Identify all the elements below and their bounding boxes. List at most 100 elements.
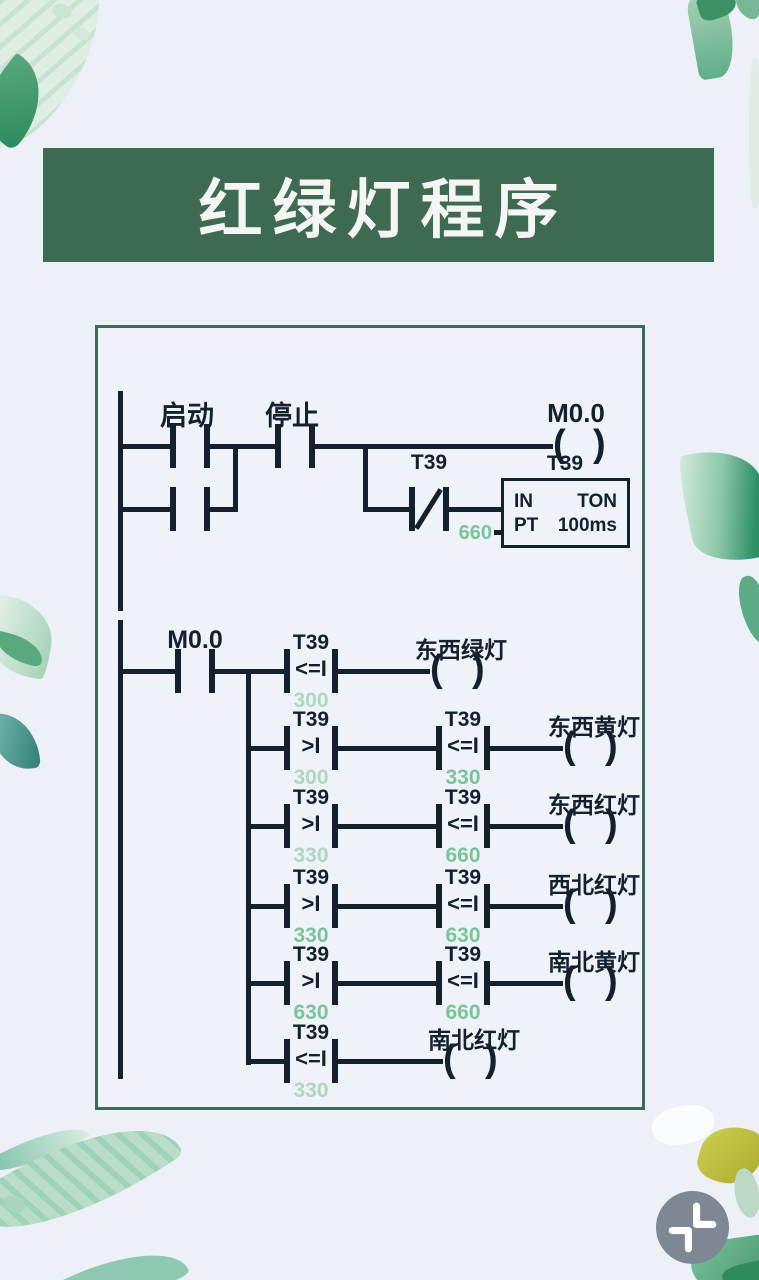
compare-contact-op: >I	[301, 811, 321, 836]
rung-wire	[121, 444, 170, 449]
compare-contact-op: <=I	[447, 891, 479, 916]
compare-contact-value: 330	[445, 766, 481, 789]
compare-contact-op: >I	[301, 733, 321, 758]
compare-contact-bar	[284, 649, 290, 693]
compare-contact-value: 660	[445, 1001, 481, 1024]
contact-bar	[204, 424, 210, 468]
compare-contact-tag: T39	[292, 866, 330, 889]
compare-contact-op: <=I	[447, 733, 479, 758]
branch-wire	[233, 446, 238, 511]
stop-contact-label: 停止	[265, 401, 319, 431]
rung-wire	[338, 824, 436, 829]
timer-preset-value: 660	[458, 522, 492, 544]
rung-wire	[363, 507, 409, 512]
timer-input-label: IN	[514, 491, 533, 512]
contact-bar	[209, 649, 215, 693]
compare-contact-bar	[284, 884, 290, 928]
rung-wire	[121, 669, 175, 674]
coil-symbol: )	[485, 1038, 498, 1080]
contact-bar	[170, 487, 176, 531]
coil-symbol: (	[563, 960, 576, 1002]
right-middle-leaf-decoration	[674, 440, 759, 571]
coil-label: 东西红灯	[548, 792, 640, 818]
rung-wire	[210, 444, 275, 449]
rung-wire	[449, 507, 501, 512]
bottom-right-pale-leaf-decoration	[730, 1166, 759, 1220]
compare-contact-value: 330	[293, 1079, 329, 1102]
title-banner: 红绿灯程序	[43, 148, 714, 262]
bottom-left-small-leaf-decoration	[61, 1231, 191, 1280]
compare-contact-bar	[332, 726, 338, 770]
compare-contact-value: 660	[445, 844, 481, 867]
rung-wire	[215, 669, 251, 674]
compare-contact-bar	[332, 884, 338, 928]
compare-contact-op: >I	[301, 968, 321, 993]
start-contact-label: 启动	[160, 401, 214, 431]
right-middle-blob-decoration	[733, 572, 759, 648]
coil-label: 西北红灯	[548, 872, 640, 898]
compare-contact-tag: T39	[444, 708, 482, 731]
rung-wire	[251, 824, 284, 829]
compare-contact-bar	[484, 804, 490, 848]
rung-wire	[251, 1059, 284, 1064]
compare-contact-bar	[436, 804, 442, 848]
contact-bar	[309, 424, 315, 468]
compare-contact-op: <=I	[447, 968, 479, 993]
bottom-left-big-leaf-decoration	[0, 1086, 185, 1268]
compare-contact-bar	[332, 649, 338, 693]
compare-contact-value: 330	[293, 924, 329, 947]
compare-contact-bar	[284, 961, 290, 1005]
compare-contact-value: 330	[293, 844, 329, 867]
left-power-rail-segment	[118, 620, 123, 1079]
compare-contact-tag: T39	[292, 786, 330, 809]
watermark-glyph	[668, 1202, 717, 1253]
rung-wire	[251, 981, 284, 986]
coil-symbol: )	[593, 423, 606, 465]
compare-contact-op: <=I	[295, 1046, 327, 1071]
rung-wire	[338, 904, 436, 909]
rung-wire	[338, 669, 430, 674]
contact-bar	[443, 487, 449, 531]
rung-wire	[251, 904, 284, 909]
compare-contact-bar	[332, 1039, 338, 1083]
contact-bar	[170, 424, 176, 468]
compare-contact-op: <=I	[295, 656, 327, 681]
coil-symbol: (	[443, 1038, 456, 1080]
branch-junction-rail	[246, 669, 251, 1065]
rung-wire	[490, 746, 563, 751]
rung-wire	[490, 824, 563, 829]
compare-contact-tag: T39	[292, 1021, 330, 1044]
timer-base-label: 100ms	[557, 515, 617, 536]
rung-wire	[338, 1059, 443, 1064]
enable-contact-label: M0.0	[167, 626, 223, 654]
compare-contact-tag: T39	[292, 631, 330, 654]
compare-contact-value: 630	[293, 1001, 329, 1024]
rung-wire	[490, 981, 563, 986]
compare-contact-tag: T39	[444, 866, 482, 889]
compare-contact-value: 300	[293, 766, 329, 789]
rung-wire	[210, 507, 238, 512]
coil-symbol: )	[605, 725, 618, 767]
branch-wire	[363, 446, 368, 511]
contact-bar	[175, 649, 181, 693]
nc-contact-label: T39	[410, 451, 448, 474]
rung-wire	[251, 746, 284, 751]
left-middle-teal-leaf-decoration	[0, 709, 41, 773]
compare-contact-bar	[484, 726, 490, 770]
timer-tag: T39	[546, 452, 584, 475]
compare-contact-bar	[332, 804, 338, 848]
compare-contact-bar	[284, 726, 290, 770]
compare-contact-bar	[436, 884, 442, 928]
timer-type-label: TON	[577, 491, 617, 512]
rung-wire	[251, 669, 284, 674]
coil-symbol: )	[605, 803, 618, 845]
coil-symbol: (	[430, 648, 443, 690]
preset-wire	[494, 530, 502, 535]
compare-contact-bar	[284, 1039, 290, 1083]
coil-symbol: (	[553, 423, 566, 465]
coil-symbol: )	[605, 883, 618, 925]
compare-contact-bar	[284, 804, 290, 848]
contact-bar	[409, 487, 415, 531]
coil-label: 南北红灯	[428, 1027, 520, 1053]
compare-contact-bar	[484, 961, 490, 1005]
